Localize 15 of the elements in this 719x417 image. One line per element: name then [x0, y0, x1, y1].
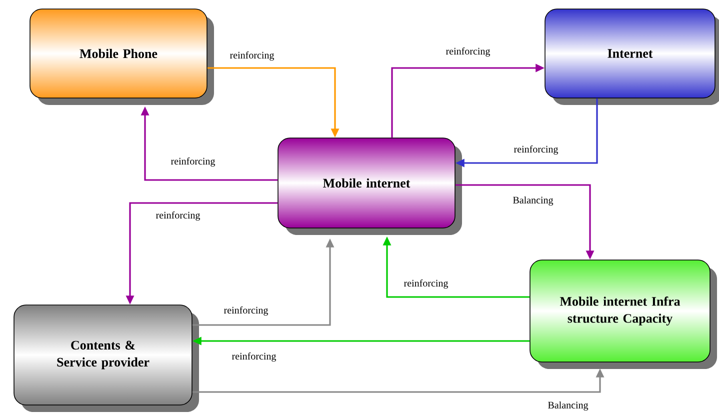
edge-label: Balancing	[546, 400, 590, 412]
edge-label: reinforcing	[222, 305, 270, 317]
process-box: Contents & Service provider	[14, 304, 199, 412]
edge-label: reinforcing	[230, 351, 278, 363]
edge-label: reinforcing	[402, 278, 450, 290]
process-box: Internet	[544, 8, 719, 105]
edge-label: reinforcing	[154, 210, 202, 222]
edge-label: reinforcing	[228, 50, 276, 62]
edge-label: reinforcing	[170, 156, 216, 168]
edge-label: reinforcing	[512, 144, 560, 156]
edge-label: Balancing	[512, 195, 554, 207]
process-box: Mobile internet Infra structure Capacity	[530, 260, 718, 369]
process-box: Mobile internet	[278, 138, 462, 235]
process-box: Mobile Phone	[30, 8, 214, 105]
edge-label: reinforcing	[444, 46, 492, 58]
